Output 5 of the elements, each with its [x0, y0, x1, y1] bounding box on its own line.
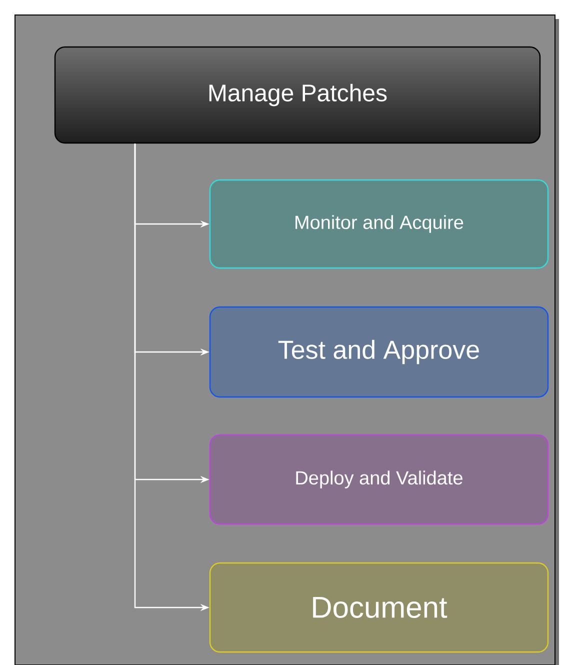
step-box: Test and Approve — [209, 306, 549, 398]
title-box: Manage Patches — [54, 46, 541, 144]
step-box: Document — [209, 562, 549, 653]
step-box: Deploy and Validate — [209, 434, 549, 525]
step-box: Monitor and Acquire — [209, 179, 549, 269]
